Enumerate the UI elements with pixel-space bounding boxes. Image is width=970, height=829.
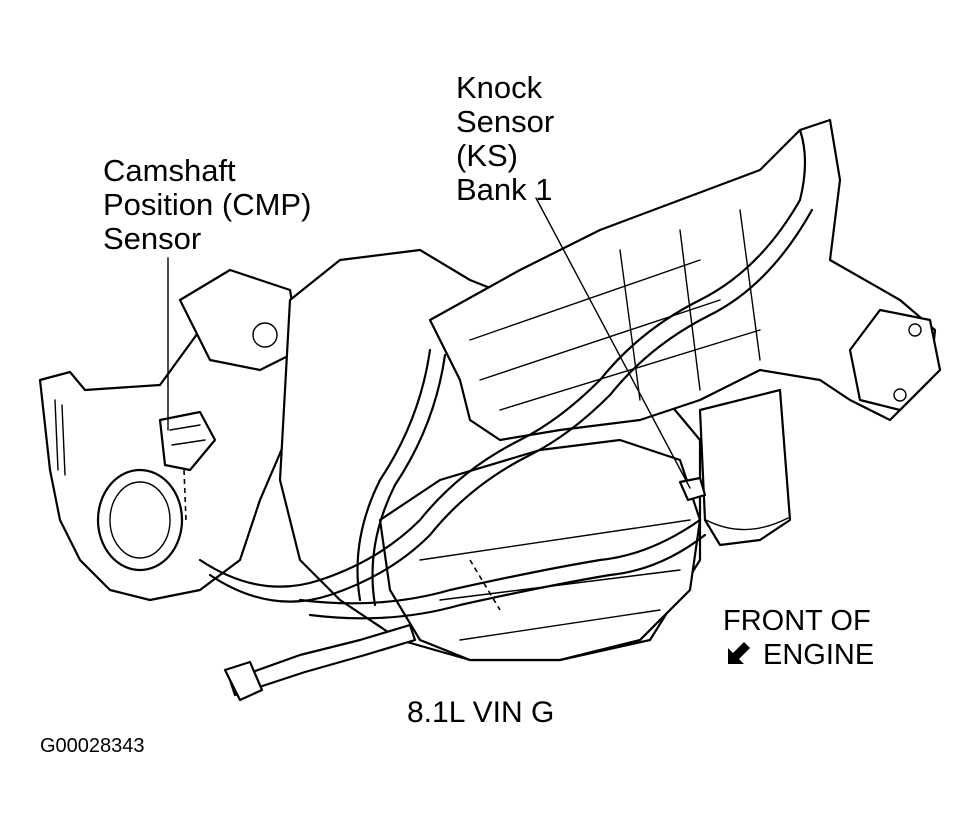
front-of-engine-line2: ENGINE	[763, 639, 875, 671]
front-of-engine-line1: FRONT OF	[723, 605, 871, 637]
ks-label-line4: Bank 1	[456, 172, 553, 207]
cmp-sensor	[158, 410, 217, 472]
oil-filter	[698, 388, 792, 547]
knock-sensor	[678, 476, 707, 502]
cmp-label-line1: Camshaft	[103, 153, 236, 188]
cmp-label-line3: Sensor	[103, 221, 202, 256]
wiring-harness	[198, 128, 807, 588]
cmp-label-line2: Position (CMP)	[103, 187, 312, 222]
front-of-engine-arrow	[724, 640, 754, 670]
figure-id: G00028343	[40, 735, 145, 757]
ks-label-line1: Knock	[456, 70, 543, 105]
ks-label-line2: Sensor	[456, 104, 555, 139]
ks-leader-line	[535, 197, 691, 489]
crank-seal	[96, 468, 184, 572]
ks-label-line3: (KS)	[456, 138, 518, 173]
arrow-down-left-icon	[728, 642, 750, 664]
figure-caption: 8.1L VIN G	[407, 696, 555, 729]
